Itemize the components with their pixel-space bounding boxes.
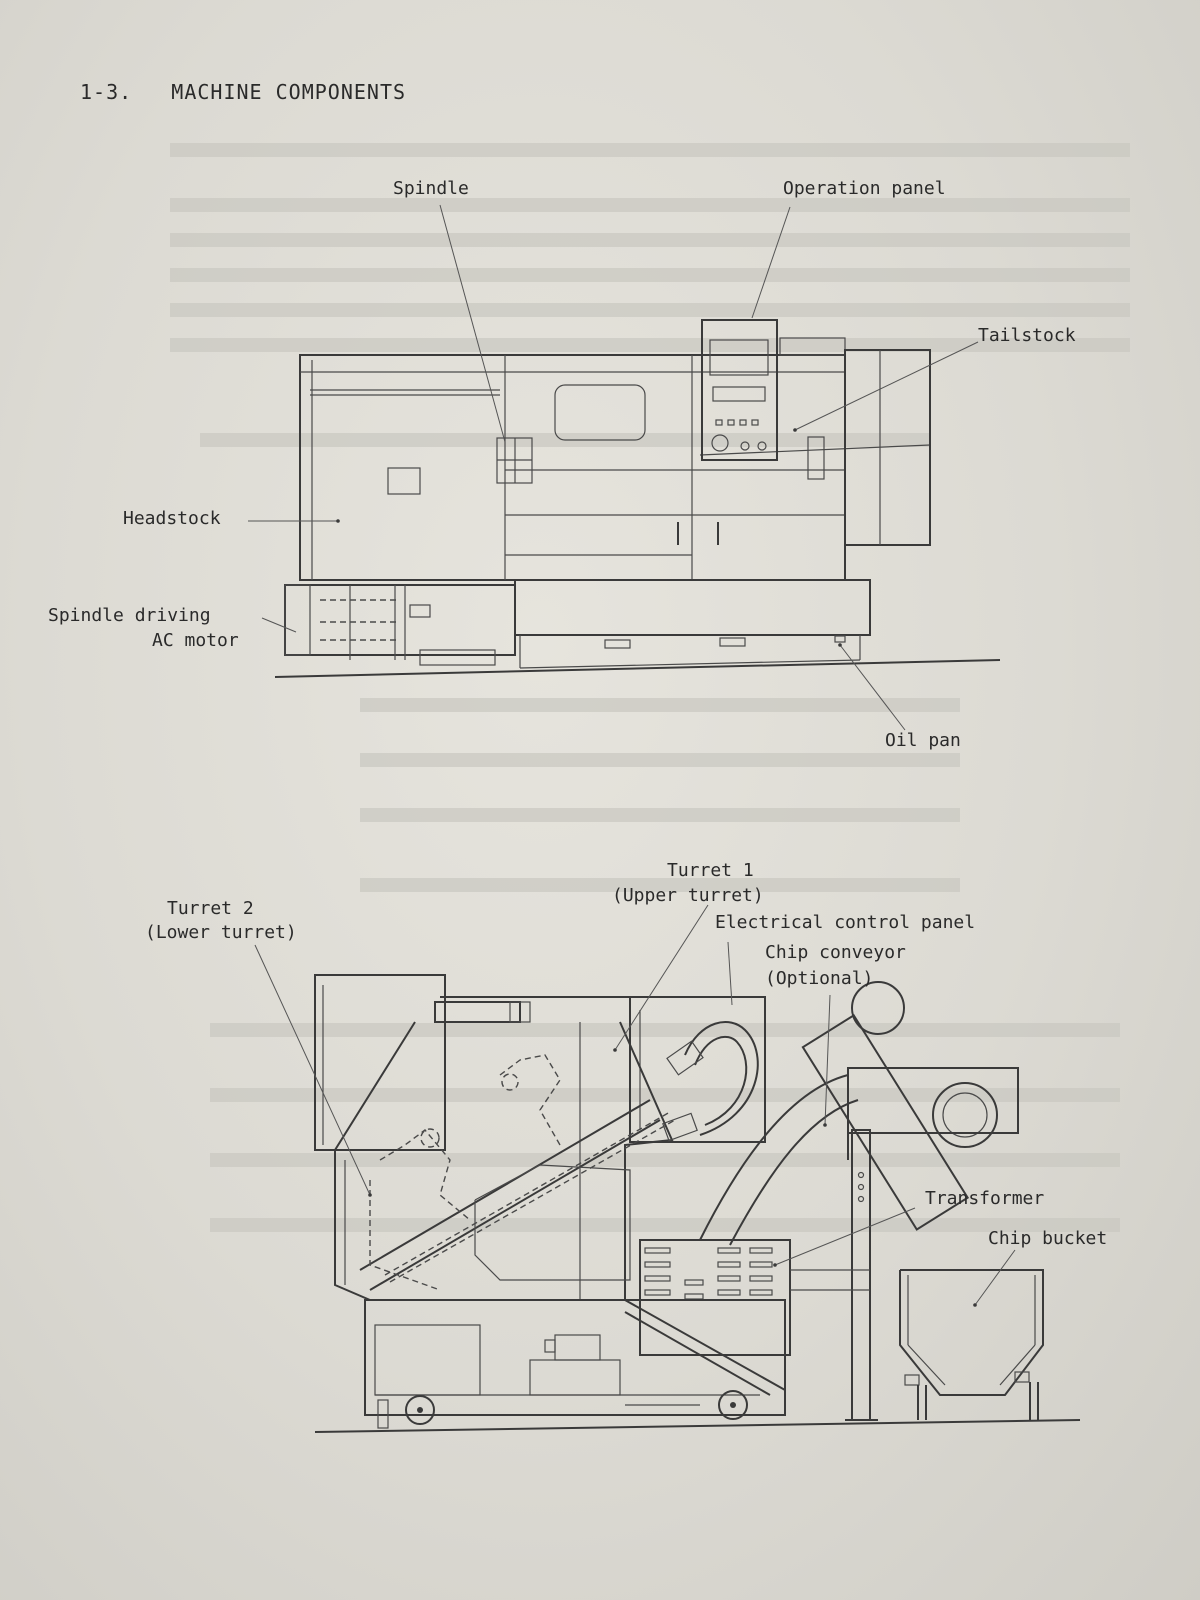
- label-oil-pan: Oil pan: [885, 730, 961, 751]
- label-turret2-line1: Turret 2: [167, 898, 254, 919]
- label-spindle: Spindle: [393, 178, 469, 199]
- bleed-through-texture: [170, 143, 1130, 1232]
- label-transformer: Transformer: [925, 1188, 1045, 1209]
- label-turret2-line2: (Lower turret): [145, 922, 297, 943]
- section-number: 1-3.: [80, 80, 133, 104]
- section-title: MACHINE COMPONENTS: [171, 80, 407, 104]
- label-operation-panel: Operation panel: [783, 178, 946, 199]
- label-turret1-line1: Turret 1: [667, 860, 754, 881]
- section-heading: 1-3. MACHINE COMPONENTS: [80, 80, 406, 104]
- label-chip-conveyor-line2: (Optional): [765, 968, 874, 989]
- label-electrical-control-panel: Electrical control panel: [715, 912, 976, 933]
- label-headstock: Headstock: [123, 508, 221, 529]
- label-tailstock: Tailstock: [978, 325, 1076, 346]
- front-view-drawing: [248, 204, 1001, 731]
- label-spindle-motor-line2: AC motor: [152, 630, 239, 651]
- label-chip-conveyor-line1: Chip conveyor: [765, 942, 906, 963]
- label-turret1-line2: (Upper turret): [612, 885, 764, 906]
- label-chip-bucket: Chip bucket: [988, 1228, 1108, 1249]
- label-spindle-motor-line1: Spindle driving: [48, 605, 211, 626]
- side-view-drawing: [254, 904, 1081, 1433]
